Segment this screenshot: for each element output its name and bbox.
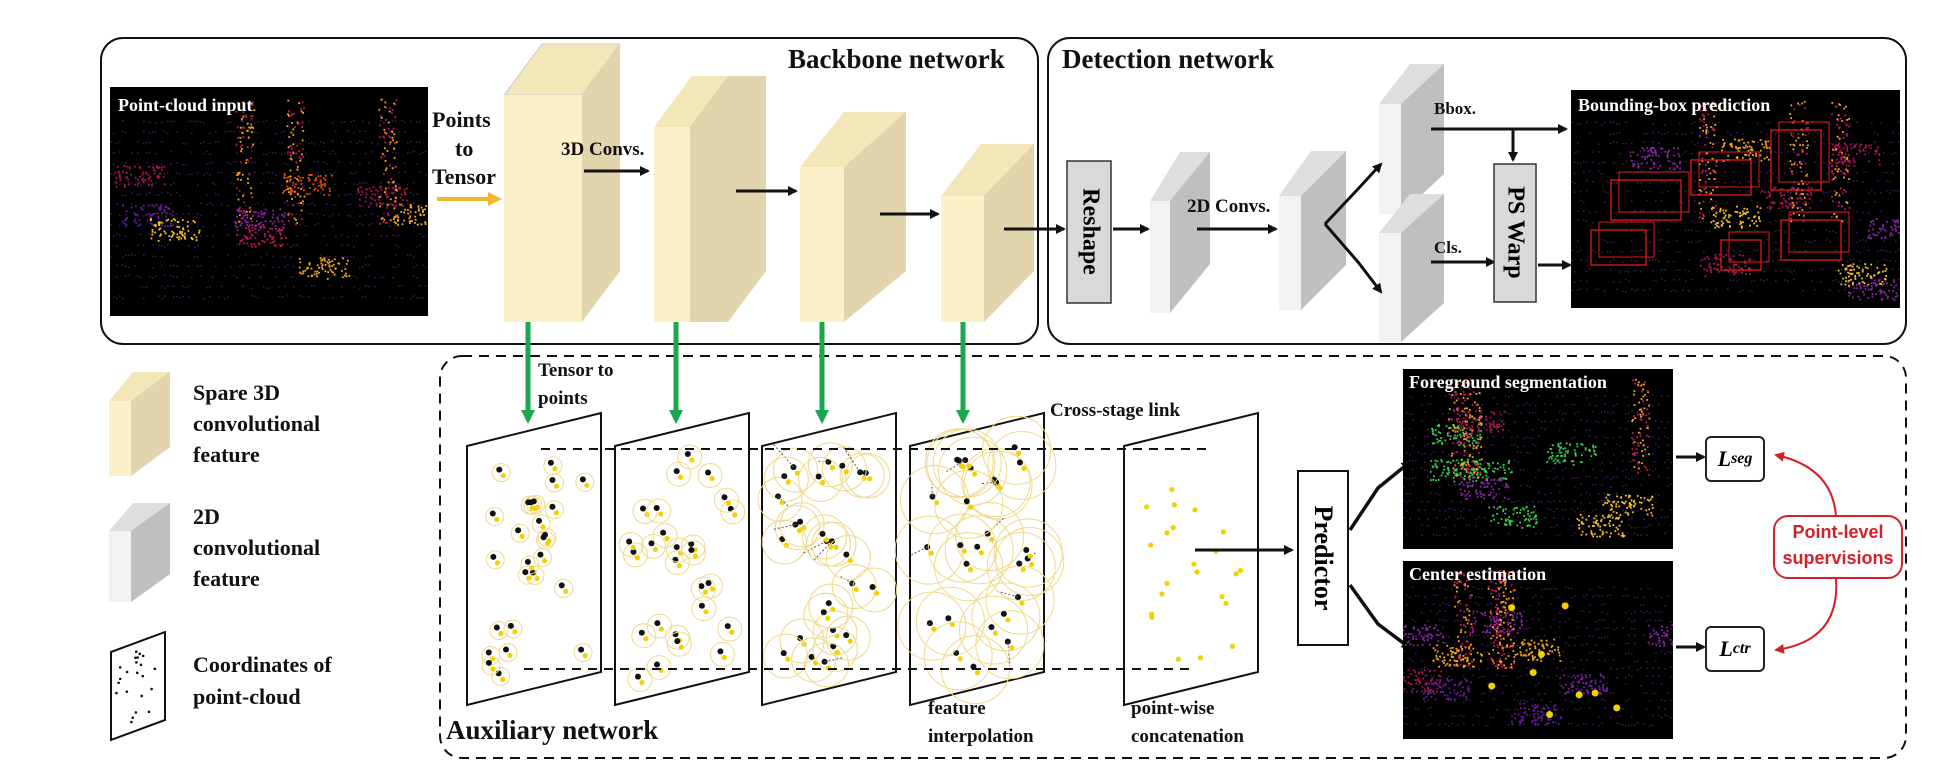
point-plane-2 xyxy=(614,411,750,707)
reshape-box xyxy=(1066,160,1112,304)
detection-title: Detection network xyxy=(1062,44,1275,74)
predictor-box xyxy=(1297,470,1349,646)
feature-3d-block-2 xyxy=(654,76,766,322)
legend-2d-line1: 2D xyxy=(193,504,220,529)
l-seg-main: L xyxy=(1717,446,1732,471)
reshape-label: Reshape xyxy=(1077,188,1104,275)
tensor-to-points-line2: points xyxy=(538,388,588,409)
backbone-frame xyxy=(100,37,1039,345)
legend-point-cloud-icon xyxy=(110,630,166,742)
feature-3d-block-1 xyxy=(503,43,621,322)
legend-3d-feature-icon xyxy=(109,372,170,476)
l-ctr-main: L xyxy=(1719,636,1733,661)
point-plane-4 xyxy=(894,411,1065,707)
point-cloud-input-panel xyxy=(110,87,428,316)
bbox-label: Bbox. xyxy=(1434,99,1477,118)
bbox-prediction-panel xyxy=(1571,90,1900,308)
supervision-line1: Point-level xyxy=(1792,522,1884,542)
point-cloud-input-title: Point-cloud input xyxy=(118,95,253,115)
feature-2d-block-2 xyxy=(1279,151,1346,310)
legend-coords-line2: point-cloud xyxy=(193,684,301,709)
legend-2d-feature-icon xyxy=(109,503,170,602)
feature-2d-block-1 xyxy=(1150,152,1210,313)
feature-interp-line1: feature xyxy=(928,698,986,719)
point-plane-1 xyxy=(466,411,602,707)
ps-warp-box xyxy=(1493,163,1537,303)
point-plane-5 xyxy=(1123,411,1259,707)
supervision-line2: supervisions xyxy=(1782,548,1894,568)
supervision-box xyxy=(1773,515,1903,579)
point-plane-3 xyxy=(757,411,898,707)
feature-2d-block-4 xyxy=(1379,194,1444,342)
points-to-tensor-line2: to xyxy=(455,136,474,161)
detection-frame xyxy=(1047,37,1907,345)
feature-interp-line2: interpolation xyxy=(928,726,1034,747)
auxiliary-title: Auxiliary network xyxy=(446,715,659,745)
cls-label: Cls. xyxy=(1434,238,1462,257)
legend-coords-line1: Coordinates of xyxy=(193,652,332,677)
legend-2d-line2: convolutional xyxy=(193,535,321,560)
feature-2d-block-3 xyxy=(1379,64,1444,214)
pointwise-line2: concatenation xyxy=(1131,726,1244,747)
cross-stage-label: Cross-stage link xyxy=(1050,400,1181,421)
feature-3d-block-3 xyxy=(800,112,906,322)
points-to-tensor-line3: Tensor xyxy=(432,164,496,189)
legend-3d-line2: convolutional xyxy=(193,411,321,436)
foreground-segmentation-panel xyxy=(1403,369,1673,549)
fg-seg-title: Foreground segmentation xyxy=(1409,372,1607,392)
conv3d-label: 3D Convs. xyxy=(561,139,645,160)
bbox-prediction-title: Bounding-box prediction xyxy=(1578,95,1771,115)
predictor-label: Predictor xyxy=(1309,505,1338,611)
auxiliary-frame xyxy=(439,355,1907,759)
pointwise-line1: point-wise xyxy=(1131,698,1215,719)
points-to-tensor-line1: Points xyxy=(432,107,491,132)
ps-warp-label: PS Warp xyxy=(1502,186,1529,279)
center-est-title: Center estimation xyxy=(1409,564,1547,584)
tensor-to-points-line1: Tensor to xyxy=(538,360,614,381)
legend-3d-line3: feature xyxy=(193,442,260,467)
center-estimation-panel xyxy=(1403,561,1673,739)
legend-2d-line3: feature xyxy=(193,566,260,591)
legend-3d-line1: Spare 3D xyxy=(193,380,280,405)
l-ctr-sub: ctr xyxy=(1732,640,1751,657)
l-seg-sub: seg xyxy=(1731,450,1753,467)
point-planes xyxy=(466,411,1259,707)
feature-3d-block-4 xyxy=(941,144,1034,322)
conv2d-label: 2D Convs. xyxy=(1187,196,1271,217)
backbone-title: Backbone network xyxy=(788,44,1005,74)
